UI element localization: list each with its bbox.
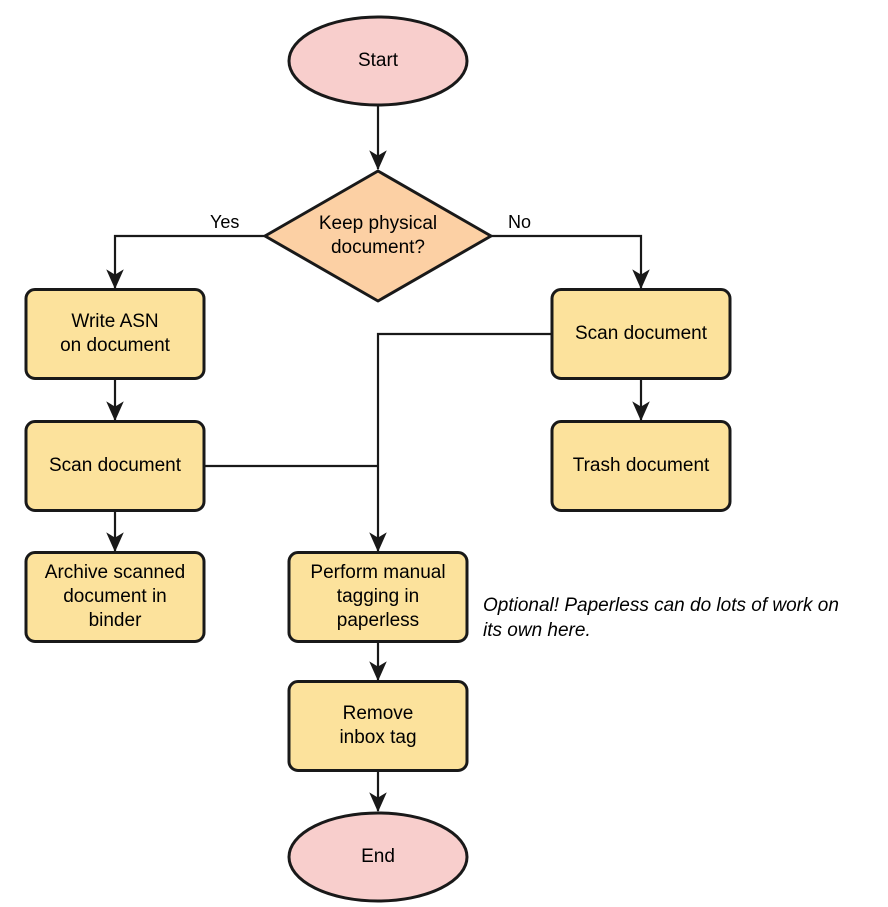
node-end[interactable]: End <box>287 811 469 903</box>
node-trash[interactable]: Trash document <box>550 420 732 512</box>
node-scan_left[interactable]: Scan document <box>24 420 206 512</box>
process-shape <box>287 551 469 643</box>
terminator-shape <box>287 811 469 903</box>
node-label-tagging: tagging in <box>337 586 419 607</box>
annotation-line: its own here. <box>483 620 591 641</box>
node-scan_right[interactable]: Scan document <box>550 288 732 380</box>
annotation-line: Optional! Paperless can do lots of work … <box>483 595 839 616</box>
node-label-end: End <box>361 846 395 867</box>
edge-label-yes-label: Yes <box>210 212 239 232</box>
terminator-shape <box>287 15 469 107</box>
node-label-scan_left: Scan document <box>49 455 182 476</box>
node-label-tagging: Perform manual <box>310 562 445 583</box>
edge-labels-layer: Yes No <box>210 212 531 232</box>
edge-decision-no-to-scan <box>491 234 650 290</box>
process-shape <box>24 420 206 512</box>
annotations-layer: Optional! Paperless can do lots of work … <box>483 595 839 641</box>
process-shape <box>550 420 732 512</box>
node-label-decision: document? <box>331 237 425 258</box>
node-label-archive: binder <box>89 610 142 631</box>
edge-label-no-label: No <box>508 212 531 232</box>
node-archive[interactable]: Archive scanned document in binder <box>24 551 206 643</box>
node-label-archive: document in <box>63 586 167 607</box>
decision-shape <box>263 169 493 303</box>
node-label-write_asn: on document <box>60 335 171 356</box>
process-shape <box>550 288 732 380</box>
node-label-remove: Remove <box>343 703 414 724</box>
node-label-tagging: paperless <box>337 610 419 631</box>
process-shape <box>24 288 206 380</box>
node-label-remove: inbox tag <box>339 727 416 748</box>
edge-decision-yes-to-asn <box>106 234 265 290</box>
node-tagging[interactable]: Perform manual tagging in paperless <box>287 551 469 643</box>
node-label-trash: Trash document <box>573 455 710 476</box>
node-label-start: Start <box>358 50 399 71</box>
edges-layer <box>106 105 650 813</box>
node-start[interactable]: Start <box>287 15 469 107</box>
node-write_asn[interactable]: Write ASN on document <box>24 288 206 380</box>
node-decision[interactable]: Keep physical document? <box>263 169 493 303</box>
process-shape <box>287 680 469 772</box>
node-label-scan_right: Scan document <box>575 323 708 344</box>
node-label-write_asn: Write ASN <box>71 311 158 332</box>
process-shape <box>24 551 206 643</box>
node-label-archive: Archive scanned <box>45 562 185 583</box>
node-remove[interactable]: Remove inbox tag <box>287 680 469 772</box>
edge-scan-right-to-tagging <box>369 332 552 553</box>
annotation-optional-note: Optional! Paperless can do lots of work … <box>483 595 839 641</box>
node-label-decision: Keep physical <box>319 213 437 234</box>
